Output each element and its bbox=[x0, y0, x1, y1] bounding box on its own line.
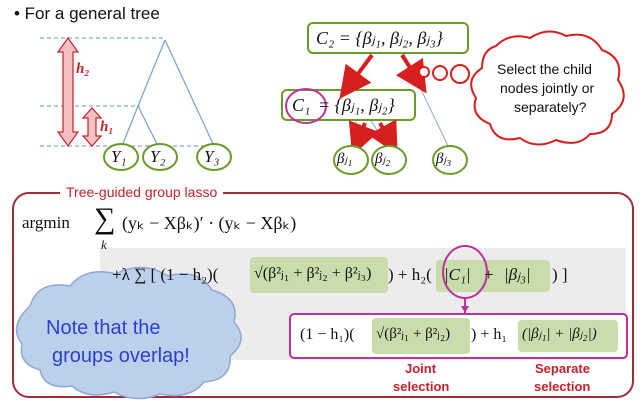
thought-bubble-line-3: separately? bbox=[514, 99, 587, 115]
arrow-c1-to-bj1 bbox=[348, 120, 379, 156]
penalty-plus: + bbox=[484, 265, 494, 284]
joint-selection-label-1: Joint bbox=[405, 361, 437, 376]
lasso-panel bbox=[12, 192, 634, 400]
leaf-node-bj1 bbox=[333, 145, 369, 175]
thought-bubble bbox=[418, 30, 625, 146]
thought-bubble-cloud bbox=[470, 30, 625, 146]
expansion-joint-term: √(β²ⱼ₁ + β²ⱼ₂) bbox=[376, 326, 451, 342]
leaf-label-bj1: βⱼ₁ bbox=[337, 151, 353, 167]
joint-highlight-top bbox=[250, 257, 388, 293]
loss-sum-index: k bbox=[101, 237, 107, 252]
c2-group-label: C₂ = {βⱼ₁, βⱼ₂, βⱼ₃} bbox=[316, 28, 443, 48]
h2-double-arrow bbox=[56, 36, 80, 148]
note-cloud bbox=[15, 266, 242, 400]
expansion-separate-term: (|βⱼ₁| + |βⱼ₂|) bbox=[522, 326, 597, 342]
leaf-node-y1 bbox=[103, 143, 139, 171]
separate-selection-label-1: Separate bbox=[535, 361, 590, 376]
c1-highlight-circle bbox=[285, 88, 327, 124]
h2-label: h₂ bbox=[76, 61, 90, 77]
c1-group-members: = {βⱼ₁, βⱼ₂} bbox=[318, 95, 395, 115]
penalty-c1-term: |C₁| bbox=[444, 265, 471, 284]
separate-highlight-bottom bbox=[518, 320, 618, 352]
thought-bubble-line-1: Select the child bbox=[497, 61, 592, 77]
expansion-mid: ) + h₁ bbox=[471, 326, 507, 343]
arrow-c2-to-bj3 bbox=[395, 53, 427, 94]
h1-double-arrow bbox=[81, 107, 103, 147]
loss-sum-symbol: ∑ bbox=[94, 202, 116, 235]
leaf-node-y3 bbox=[196, 143, 232, 171]
argmin-label: argmin bbox=[22, 213, 70, 232]
h1-label: h₁ bbox=[100, 119, 114, 135]
note-line-2: groups overlap! bbox=[52, 345, 190, 367]
leaf-label-bj3: βⱼ₃ bbox=[436, 151, 452, 167]
separate-highlight-top bbox=[436, 260, 550, 292]
penalty-joint-term: √(β²ⱼ₁ + β²ⱼ₂ + β²ⱼ₃) bbox=[254, 265, 372, 282]
leaf-label-y1: Y₁ bbox=[111, 147, 127, 166]
leaf-node-y2 bbox=[142, 143, 178, 171]
hierarchy-tree bbox=[40, 36, 232, 171]
penalty-prefix: +λ ∑ [ (1 − h₂)( bbox=[112, 265, 219, 284]
thought-bubble-line-2: nodes jointly or bbox=[500, 80, 595, 96]
panel-title: Tree-guided group lasso bbox=[60, 185, 224, 199]
arrow-c2-to-c1 bbox=[339, 53, 374, 99]
leaf-label-y2: Y₂ bbox=[150, 147, 166, 166]
arrow-c1-to-bj2 bbox=[368, 119, 398, 155]
leaf-label-y3: Y₃ bbox=[204, 147, 220, 166]
slide-heading: • For a general tree bbox=[14, 4, 160, 23]
note-line-1: Note that the bbox=[46, 317, 161, 339]
lasso-panel-border bbox=[12, 192, 634, 398]
separate-selection-label-2: selection bbox=[534, 379, 591, 394]
joint-highlight-bottom bbox=[372, 318, 470, 354]
c1-group-symbol: C₁ bbox=[292, 95, 311, 115]
expansion-prefix: (1 − h₁)( bbox=[300, 326, 355, 343]
penalty-suffix: ) ] bbox=[552, 265, 568, 284]
leaf-node-bj3 bbox=[432, 145, 468, 175]
penalty-separate-term: |βⱼ₃| bbox=[504, 265, 531, 284]
leaf-node-bj2 bbox=[371, 145, 407, 175]
c2-box bbox=[307, 22, 469, 54]
joint-selection-label-2: selection bbox=[393, 379, 450, 394]
tree-branches bbox=[121, 39, 215, 147]
leaf-label-bj2: βⱼ₂ bbox=[375, 151, 391, 167]
group-tree bbox=[281, 22, 469, 175]
loss-term: (yₖ − Xβₖ)′ · (yₖ − Xβₖ) bbox=[122, 213, 297, 233]
penalty-mid: ) + h₂( bbox=[388, 265, 432, 284]
